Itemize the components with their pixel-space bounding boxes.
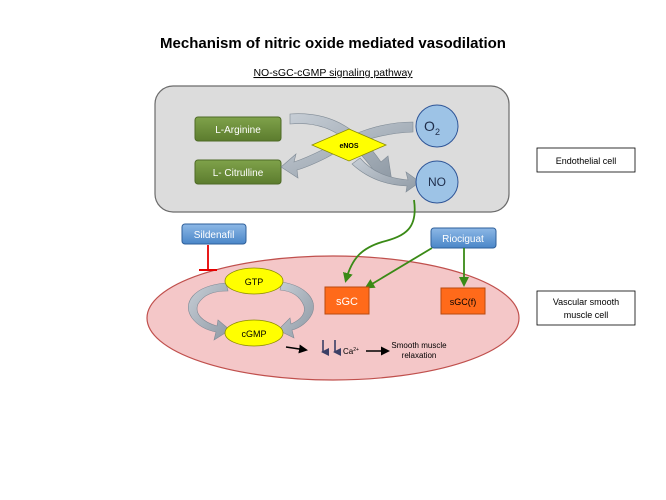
relaxation-label-line1: Smooth muscle [391, 341, 447, 350]
o2-main: O [424, 118, 435, 134]
sgcf-label: sGC(f) [450, 297, 477, 307]
smooth-muscle-label-line2: muscle cell [564, 310, 609, 320]
center-to-no-arrow [351, 157, 421, 193]
no-label: NO [428, 175, 446, 189]
diagram-title: Mechanism of nitric oxide mediated vasod… [160, 35, 506, 52]
sgc-label: sGC [336, 296, 358, 308]
ca-superscript: 2+ [353, 347, 359, 353]
sgcf-box [440, 287, 486, 315]
no-circle [415, 160, 459, 204]
smooth-muscle-label-line1: Vascular smooth [553, 297, 619, 307]
riociguat-to-sgc-arrow [364, 247, 433, 289]
ca-label: Ca2+ [343, 347, 359, 356]
enos-diamond [310, 128, 388, 162]
l-citrulline-label: L- Citrulline [213, 168, 264, 179]
l-arginine-box [194, 116, 282, 142]
o2-subscript: 2 [435, 127, 440, 137]
o2-circle [415, 104, 459, 148]
endothelial-cell-label: Endothelial cell [556, 156, 617, 166]
sildenafil-box [181, 223, 247, 245]
enos-label: eNOS [339, 143, 358, 150]
diagram-subtitle: NO-sGC-cGMP signaling pathway [253, 67, 413, 79]
smooth-muscle-label-box [536, 290, 636, 326]
relaxation-label-line2: relaxation [402, 351, 437, 360]
no-to-sgc-arrow [343, 199, 416, 283]
riociguat-label: Riociguat [442, 234, 484, 245]
gtp-to-cgmp-right-arrow [277, 281, 314, 339]
cgmp-ellipse [224, 319, 284, 347]
gtp-label: GTP [245, 277, 264, 287]
cgmp-to-ca-arrow [285, 344, 308, 354]
l-citrulline-box [194, 159, 282, 185]
endothelial-cell-label-box [536, 147, 636, 173]
l-arginine-label: L-Arginine [215, 125, 261, 136]
cgmp-label: cGMP [241, 329, 266, 339]
ca-main: Ca [343, 347, 354, 356]
sgc-box [324, 286, 370, 315]
o2-label: O2 [424, 118, 440, 137]
sildenafil-label: Sildenafil [194, 230, 235, 241]
gtp-ellipse [224, 267, 284, 295]
